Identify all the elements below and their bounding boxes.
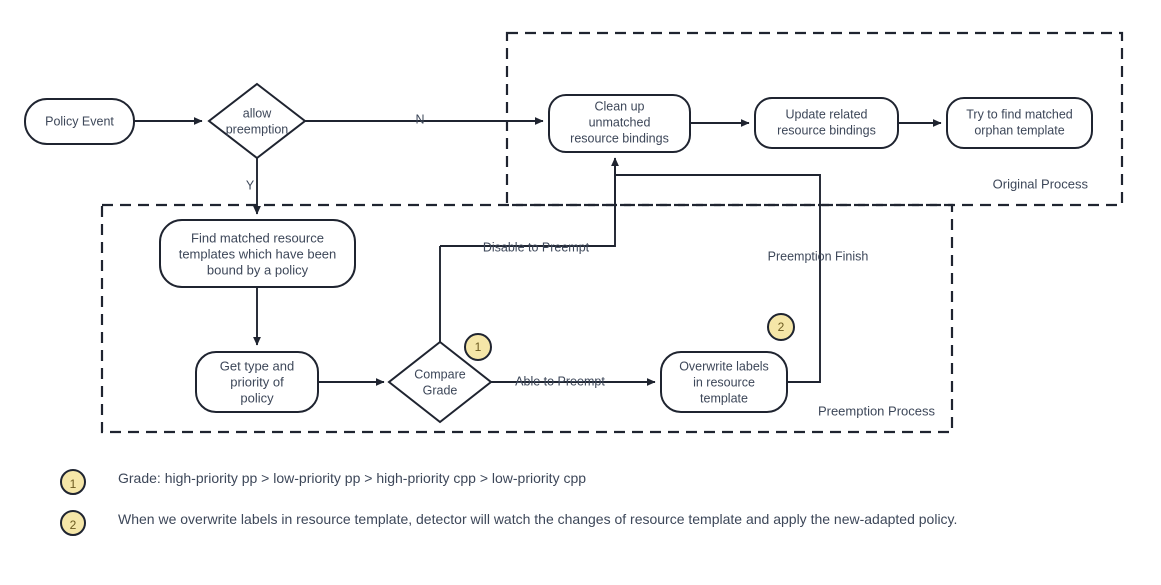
node-compare-grade[interactable]: [387, 340, 493, 424]
node-label-cleanup-3: resource bindings: [570, 131, 669, 145]
node-label-compare-2: Grade: [423, 383, 458, 397]
node-label-overwrite-3: template: [700, 391, 748, 405]
edge-preemption-finish: [615, 174, 821, 383]
node-label-update-2: resource bindings: [777, 123, 876, 137]
edge-label-no: N: [415, 112, 424, 126]
edge-disable-to-preempt-upper: [440, 160, 616, 247]
node-label-findmatched-2: templates which have been: [179, 246, 337, 261]
node-find-matched-templates[interactable]: [159, 219, 356, 288]
edge-label-disable-to-preempt: Disable to Preempt: [483, 240, 590, 254]
badge-marker-1-label: 1: [475, 340, 482, 354]
node-label-allow-preemption-1: allow: [243, 106, 272, 120]
footnote-badge-1: 1: [60, 469, 86, 495]
footnote-text-1: Grade: high-priority pp > low-priority p…: [118, 470, 587, 486]
node-get-type-priority[interactable]: [195, 351, 319, 413]
node-label-cleanup-1: Clean up: [594, 99, 644, 113]
node-label-update-1: Update related: [785, 107, 867, 121]
node-allow-preemption[interactable]: [207, 82, 307, 160]
node-label-compare-1: Compare: [414, 367, 465, 381]
node-label-tryfind-2: orphan template: [974, 123, 1064, 137]
node-label-overwrite-1: Overwrite labels: [679, 359, 769, 373]
node-label-allow-preemption-2: preemption: [226, 122, 289, 136]
badge-marker-2-label: 2: [778, 320, 785, 334]
node-label-overwrite-2: in resource: [693, 375, 755, 389]
badge-marker-1[interactable]: [464, 333, 492, 361]
node-update-related-bindings[interactable]: [754, 97, 899, 149]
node-label-cleanup-2: unmatched: [589, 115, 651, 129]
group-label-original-process: Original Process: [993, 176, 1089, 191]
node-label-gettype-3: policy: [240, 390, 274, 405]
footnote-item: 2 When we overwrite labels in resource t…: [60, 509, 1120, 536]
node-label-gettype-1: Get type and: [220, 358, 294, 373]
footnote-list: 1 Grade: high-priority pp > low-priority…: [60, 468, 1120, 550]
group-original-process: [505, 31, 1124, 207]
node-label-findmatched-1: Find matched resource: [191, 230, 324, 245]
footnote-item: 1 Grade: high-priority pp > low-priority…: [60, 468, 1120, 495]
edge-label-able-to-preempt: Able to Preempt: [515, 374, 605, 388]
node-clean-up-unmatched-bindings[interactable]: [548, 94, 691, 153]
node-label-policy-event: Policy Event: [45, 114, 114, 128]
footnote-badge-2: 2: [60, 510, 86, 536]
node-policy-event[interactable]: [24, 98, 135, 145]
node-label-findmatched-3: bound by a policy: [207, 262, 309, 277]
node-label-gettype-2: priority of: [230, 374, 284, 389]
group-label-preemption-process: Preemption Process: [818, 403, 936, 418]
node-label-tryfind-1: Try to find matched: [966, 107, 1073, 121]
badge-marker-2[interactable]: [767, 313, 795, 341]
footnote-text-2: When we overwrite labels in resource tem…: [118, 511, 958, 527]
node-try-find-orphan-template[interactable]: [946, 97, 1093, 149]
edge-label-yes: Y: [246, 178, 255, 192]
edge-label-preemption-finish: Preemption Finish: [768, 249, 869, 263]
group-preemption-process: [100, 203, 954, 434]
node-overwrite-labels[interactable]: [660, 351, 788, 413]
